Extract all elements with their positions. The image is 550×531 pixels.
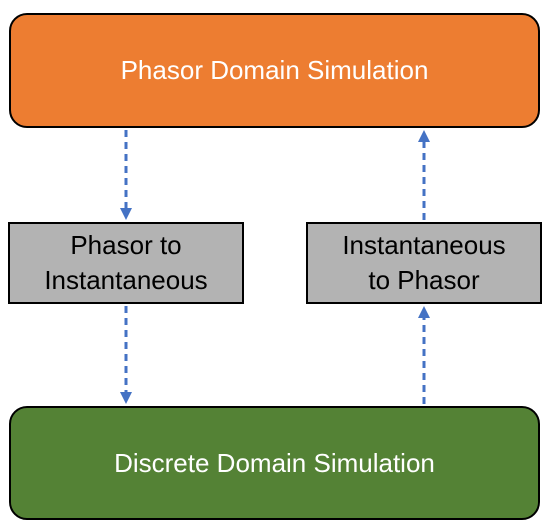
- phasor-to-instantaneous-line1: Phasor to: [70, 230, 182, 260]
- phasor-to-instantaneous-box: Phasor to Instantaneous: [8, 222, 244, 304]
- instantaneous-to-phasor-line1: Instantaneous: [342, 230, 506, 260]
- phasor-domain-label: Phasor Domain Simulation: [120, 55, 429, 85]
- instantaneous-to-phasor-line2: to Phasor: [368, 265, 480, 295]
- instantaneous-to-phasor-box: Instantaneous to Phasor: [306, 222, 542, 304]
- discrete-domain-box: Discrete Domain Simulation: [9, 406, 540, 520]
- phasor-domain-box: Phasor Domain Simulation: [9, 13, 540, 128]
- discrete-domain-label: Discrete Domain Simulation: [114, 447, 435, 478]
- phasor-to-instantaneous-line2: Instantaneous: [44, 265, 208, 295]
